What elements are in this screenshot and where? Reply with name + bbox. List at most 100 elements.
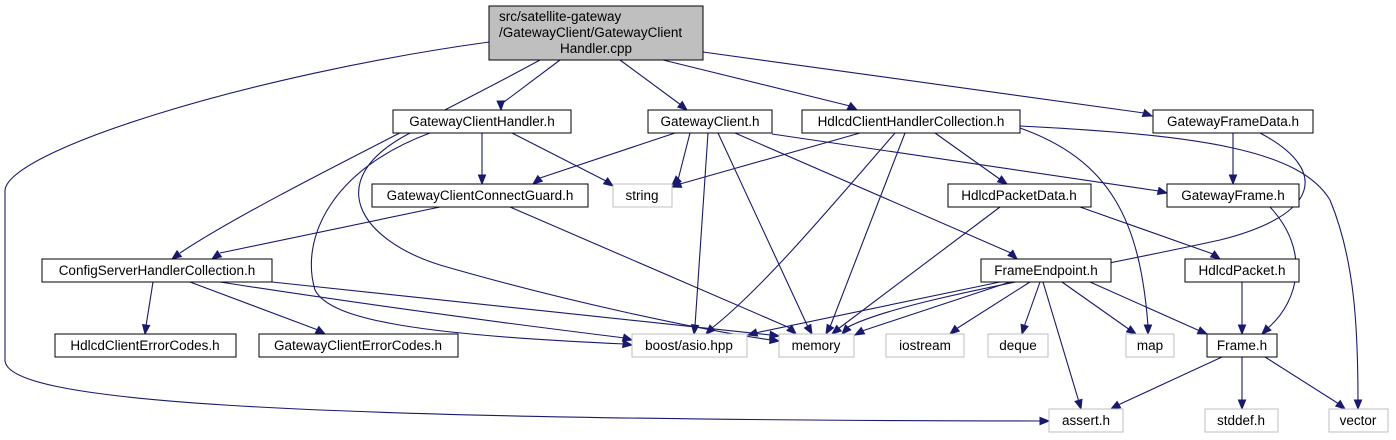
edge-fe-to-iostream [948, 281, 1031, 335]
svg-text:vector: vector [1340, 413, 1377, 428]
node-hdlcd-packet-h[interactable]: HdlcdPacket.h [1184, 258, 1300, 283]
node-hdlcd-client-error-codes-h[interactable]: HdlcdClientErrorCodes.h [54, 333, 237, 358]
edge-gccg-to-cshc [210, 206, 441, 260]
edge-arrowhead [1237, 399, 1247, 411]
edge-arrowhead [948, 324, 961, 335]
node-deque[interactable]: deque [987, 333, 1049, 358]
edge-hchc-to-map [1019, 127, 1153, 336]
node-assert-h[interactable]: assert.h [1048, 408, 1124, 433]
edge-line [717, 132, 809, 328]
svg-text:map: map [1137, 338, 1163, 353]
node-frame-h[interactable]: Frame.h [1206, 333, 1278, 358]
node-string[interactable]: string [612, 183, 673, 208]
svg-text:HdlcdClientHandlerCollection.h: HdlcdClientHandlerCollection.h [818, 114, 1005, 129]
edge-arrowhead [830, 324, 843, 335]
edge-arrowhead [1209, 250, 1222, 260]
svg-text:boost/asio.hpp: boost/asio.hpp [645, 338, 733, 353]
edge-line [847, 132, 1306, 328]
edge-arrowhead [1125, 325, 1138, 335]
edge-arrowhead [1109, 400, 1122, 410]
edge-gch-to-gccg [477, 133, 487, 186]
svg-text:memory: memory [792, 338, 841, 353]
edge-line [539, 132, 676, 179]
node-hdlcd-packet-data-h[interactable]: HdlcdPacketData.h [947, 183, 1092, 208]
svg-text:HdlcdPacket.h: HdlcdPacket.h [1198, 263, 1285, 278]
edge-arrowhead [141, 324, 151, 336]
edge-root-to-gc [619, 59, 689, 111]
edge-root-to-hchc [662, 59, 859, 111]
edge-arrowhead [1007, 249, 1018, 260]
root-file-line-1: src/satellite-gateway [499, 9, 622, 24]
edge-hchc-to-string [670, 132, 861, 188]
node-config-server-handler-collection-h[interactable]: ConfigServerHandlerCollection.h [41, 258, 273, 283]
node-boost-asio-hpp[interactable]: boost/asio.hpp [631, 333, 748, 358]
edge-gc-to-gf [771, 133, 1169, 196]
edge-line [358, 132, 772, 341]
edge-line [934, 132, 1002, 181]
edge-cshc-to-gcec [189, 281, 327, 335]
svg-text:ConfigServerHandlerCollection.: ConfigServerHandlerCollection.h [59, 263, 256, 278]
svg-text:HdlcdClientErrorCodes.h: HdlcdClientErrorCodes.h [70, 338, 219, 353]
edge-gfd-to-memory [841, 132, 1306, 335]
edge-arrowhead [1237, 324, 1247, 336]
node-gateway-client-connect-guard-h[interactable]: GatewayClientConnectGuard.h [371, 183, 589, 208]
svg-text:HdlcdPacketData.h: HdlcdPacketData.h [961, 188, 1077, 203]
edge-cshc-to-asio [219, 281, 634, 342]
node-iostream[interactable]: iostream [885, 333, 965, 358]
edge-line [189, 281, 319, 331]
node-map[interactable]: map [1125, 333, 1175, 358]
node-stddef-h[interactable]: stddef.h [1204, 408, 1279, 433]
edge-frame-to-vector [1264, 356, 1347, 410]
edge-line [694, 132, 709, 327]
edge-line [619, 59, 682, 106]
edge-frame-to-assert [1109, 356, 1223, 410]
edge-line [1019, 127, 1149, 327]
edge-arrowhead [676, 100, 689, 111]
edge-line [179, 59, 541, 254]
edge-arrowhead [746, 328, 759, 337]
svg-text:GatewayClientHandler.h: GatewayClientHandler.h [409, 114, 555, 129]
svg-text:GatewayClientErrorCodes.h: GatewayClientErrorCodes.h [274, 338, 442, 353]
node-gateway-client-h[interactable]: GatewayClient.h [647, 109, 773, 134]
edge-gc-to-string [671, 132, 691, 186]
edge-line [1089, 281, 1201, 332]
edge-line [310, 132, 626, 345]
edge-arrowhead [846, 101, 859, 111]
edge-arrowhead [1228, 174, 1238, 186]
edge-fe-to-asio [746, 281, 1001, 337]
edge-line [1117, 356, 1223, 406]
node-gateway-client-handler-h[interactable]: GatewayClientHandler.h [392, 109, 572, 134]
edge-hpd-to-memory [830, 206, 1001, 335]
edge-fe-to-memory [853, 281, 1011, 336]
edge-arrowhead [1353, 399, 1363, 411]
edge-arrowhead [314, 325, 327, 335]
edge-arrowhead [769, 330, 781, 340]
edge-arrowhead [477, 174, 487, 186]
edge-arrowhead [670, 179, 683, 188]
edge-root-to-cshc [170, 59, 541, 260]
edge-cshc-to-hcec [141, 281, 154, 336]
node-hdlcd-client-handler-collection-h[interactable]: HdlcdClientHandlerCollection.h [801, 109, 1021, 134]
node-gateway-client-error-codes-h[interactable]: GatewayClientErrorCodes.h [258, 333, 459, 358]
edge-line [837, 206, 1001, 330]
node-gateway-frame-data-h[interactable]: GatewayFrameData.h [1152, 109, 1314, 134]
edge-line [1061, 281, 1131, 331]
edge-gch-to-asio [310, 132, 634, 349]
edge-line [1042, 281, 1080, 403]
node-frame-endpoint-h[interactable]: FrameEndpoint.h [980, 258, 1112, 283]
edge-line [271, 281, 772, 336]
edge-gc-to-asio [690, 132, 709, 336]
node-gateway-frame-h[interactable]: GatewayFrame.h [1166, 183, 1300, 208]
node-memory[interactable]: memory [778, 333, 855, 358]
edge-gccg-to-memory [509, 206, 797, 335]
edge-line [861, 281, 1011, 332]
root-file-line-3: Handler.cpp [560, 41, 632, 56]
edge-root-to-gfd [702, 51, 1154, 117]
edge-fe-to-deque [1020, 281, 1041, 336]
svg-text:FrameEndpoint.h: FrameEndpoint.h [994, 263, 1098, 278]
svg-text:stddef.h: stddef.h [1217, 413, 1265, 428]
svg-text:iostream: iostream [899, 338, 951, 353]
edge-line [702, 51, 1145, 114]
edge-root-to-assert [4, 41, 1051, 426]
node-vector[interactable]: vector [1328, 408, 1389, 433]
